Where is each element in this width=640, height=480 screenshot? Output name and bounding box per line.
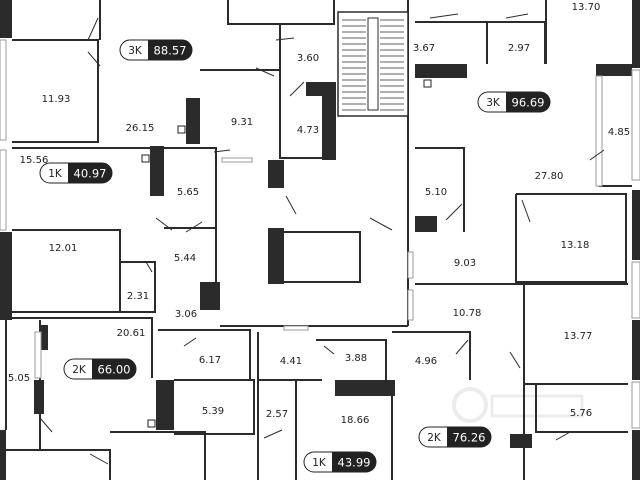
room-area-label: 5.76 [570,408,592,419]
room-area-label: 2.57 [266,409,288,420]
watermark [452,387,584,423]
apartment-type-label: 2K [72,364,87,376]
apartment-badge: 1K 43.99 [303,451,377,473]
apartment-type-label: 3K [486,97,501,109]
room-area-label: 12.01 [49,243,78,254]
outlet-marks [141,79,432,428]
partition-walls [5,0,632,480]
room-area-label: 18.66 [341,415,370,426]
room-area-label: 9.31 [231,117,253,128]
staircase [337,11,409,117]
apartment-type-label: 2K [427,432,442,444]
apartment-badges: 3K 88.57 3K 96.69 1K 40.97 2K 66.00 2K 76.26 1K 43.… [39,39,551,473]
room-area-label: 4.73 [297,125,319,136]
room-area-label: 2.31 [127,291,149,302]
room-area-label: 10.78 [453,308,482,319]
apartment-badge: 3K 88.57 [119,39,193,61]
apartment-total-area: 40.97 [74,167,107,181]
apartment-total-area: 76.26 [453,431,486,445]
room-area-label: 26.15 [126,123,155,134]
room-area-label: 2.97 [508,43,530,54]
room-area-label: 5.10 [425,187,447,198]
apartment-type-label: 1K [48,168,63,180]
apartment-total-area: 88.57 [154,44,187,58]
room-area-label: 13.18 [561,240,590,251]
room-area-labels: 13.70 3.60 3.67 2.97 11.93 26.15 9.31 4.73 4.85 1… [8,2,630,426]
room-area-label: 20.61 [117,328,146,339]
apartment-badge: 2K 66.00 [63,358,137,380]
room-area-label: 3.60 [297,53,319,64]
room-area-label: 13.70 [572,2,601,13]
room-area-label: 4.96 [415,356,437,367]
room-area-label: 27.80 [535,171,564,182]
room-area-label: 3.06 [175,309,197,320]
apartment-type-label: 3K [128,45,143,57]
apartment-total-area: 96.69 [512,96,545,110]
room-area-label: 5.05 [8,373,30,384]
room-area-label: 3.88 [345,353,367,364]
apartment-total-area: 43.99 [338,456,371,470]
room-area-label: 9.03 [454,258,476,269]
room-area-label: 6.17 [199,355,221,366]
room-area-label: 13.77 [564,331,593,342]
apartment-type-label: 1K [312,457,327,469]
room-area-label: 15.56 [20,155,49,166]
apartment-badge: 1K 40.97 [39,162,113,184]
room-area-label: 4.41 [280,356,302,367]
room-area-label: 3.67 [413,43,435,54]
room-area-label: 5.65 [177,187,199,198]
apartment-badge: 3K 96.69 [477,91,551,113]
room-area-label: 5.44 [174,253,196,264]
apartment-badge: 2K 76.26 [418,426,492,448]
apartment-total-area: 66.00 [98,363,131,377]
room-area-label: 4.85 [608,127,630,138]
windows [0,39,640,429]
doors [39,13,605,465]
room-area-label: 11.93 [42,94,71,105]
room-area-label: 5.39 [202,406,224,417]
